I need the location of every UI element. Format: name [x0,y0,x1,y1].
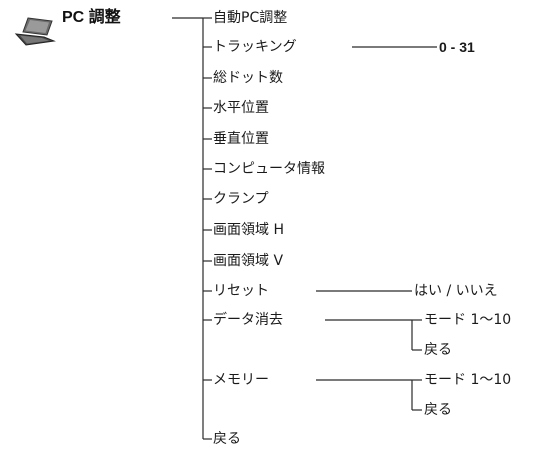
item-computer-info[interactable]: コンピュータ情報 [213,161,325,177]
data-erase-back[interactable]: 戻る [424,342,452,358]
laptop-icon [14,17,56,46]
item-clamp[interactable]: クランプ [213,191,269,207]
item-tracking[interactable]: トラッキング [213,39,297,55]
reset-options[interactable]: はい / いいえ [414,283,498,299]
item-display-area-v[interactable]: 画面領域 V [213,253,284,269]
item-total-dots[interactable]: 総ドット数 [213,70,283,86]
item-data-erase[interactable]: データ消去 [213,312,283,328]
memory-mode[interactable]: モード 1〜10 [424,372,512,388]
tracking-range: 0 - 31 [439,39,475,55]
item-reset[interactable]: リセット [213,283,269,299]
item-auto-pc-adjust[interactable]: 自動PC調整 [213,10,288,26]
item-vertical-position[interactable]: 垂直位置 [213,131,269,147]
item-display-area-h[interactable]: 画面領域 H [213,222,284,238]
item-horizontal-position[interactable]: 水平位置 [213,100,269,116]
data-erase-mode[interactable]: モード 1〜10 [424,312,512,328]
item-memory[interactable]: メモリー [213,372,269,388]
item-back[interactable]: 戻る [213,431,241,447]
page-title: PC 調整 [62,9,121,26]
memory-back[interactable]: 戻る [424,402,452,418]
